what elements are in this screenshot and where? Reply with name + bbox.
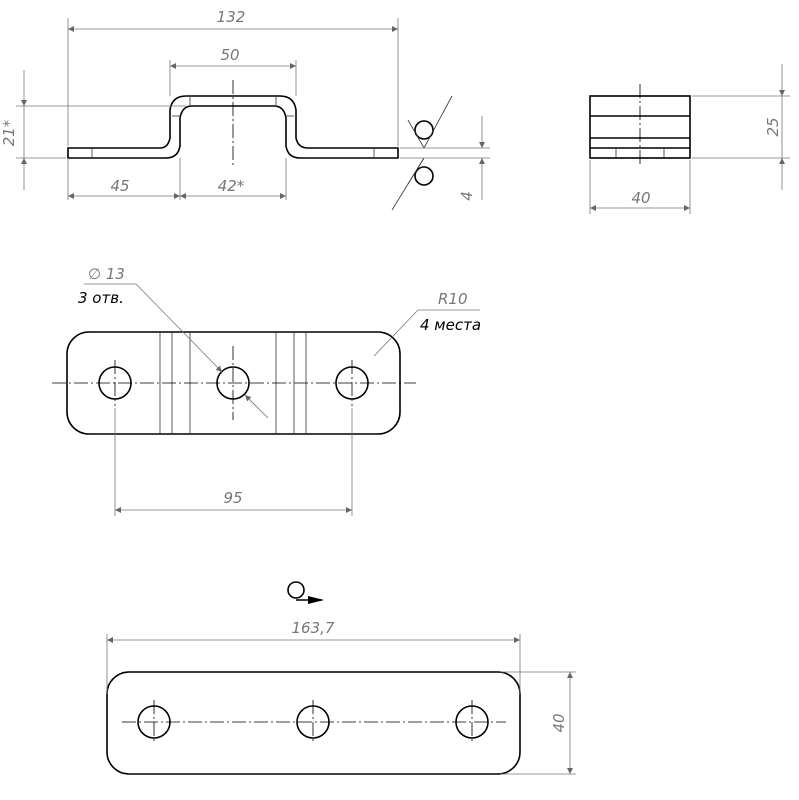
dim-side-height: 25 bbox=[764, 117, 782, 136]
flat-pattern-view: 163,7 40 bbox=[106, 581, 576, 775]
surface-finish-icon bbox=[391, 95, 453, 211]
front-view: 132 50 21* 45 42* bbox=[0, 8, 490, 211]
dim-thickness: 4 bbox=[458, 191, 476, 201]
dim-side-width: 40 bbox=[631, 189, 650, 207]
dim-left-flange: 45 bbox=[110, 177, 129, 195]
dim-flat-length: 163,7 bbox=[292, 619, 335, 637]
dim-flat-width: 40 bbox=[550, 713, 568, 732]
flat-pattern-icon bbox=[287, 581, 324, 604]
note-radius: R10 bbox=[438, 290, 468, 308]
dim-middle-42: 42* bbox=[218, 177, 245, 195]
note-radius-count: 4 места bbox=[420, 316, 481, 334]
top-view: ∅ 13 3 отв. R10 4 места 95 bbox=[52, 265, 481, 516]
dim-hole-spacing: 95 bbox=[223, 489, 242, 507]
note-hole-count: 3 отв. bbox=[78, 289, 124, 307]
dim-top-width: 50 bbox=[220, 46, 239, 64]
note-hole-diameter: ∅ 13 bbox=[88, 265, 125, 283]
dim-overall-length: 132 bbox=[217, 8, 246, 26]
dim-height-21: 21* bbox=[0, 119, 18, 146]
side-view: 25 40 bbox=[589, 64, 790, 214]
